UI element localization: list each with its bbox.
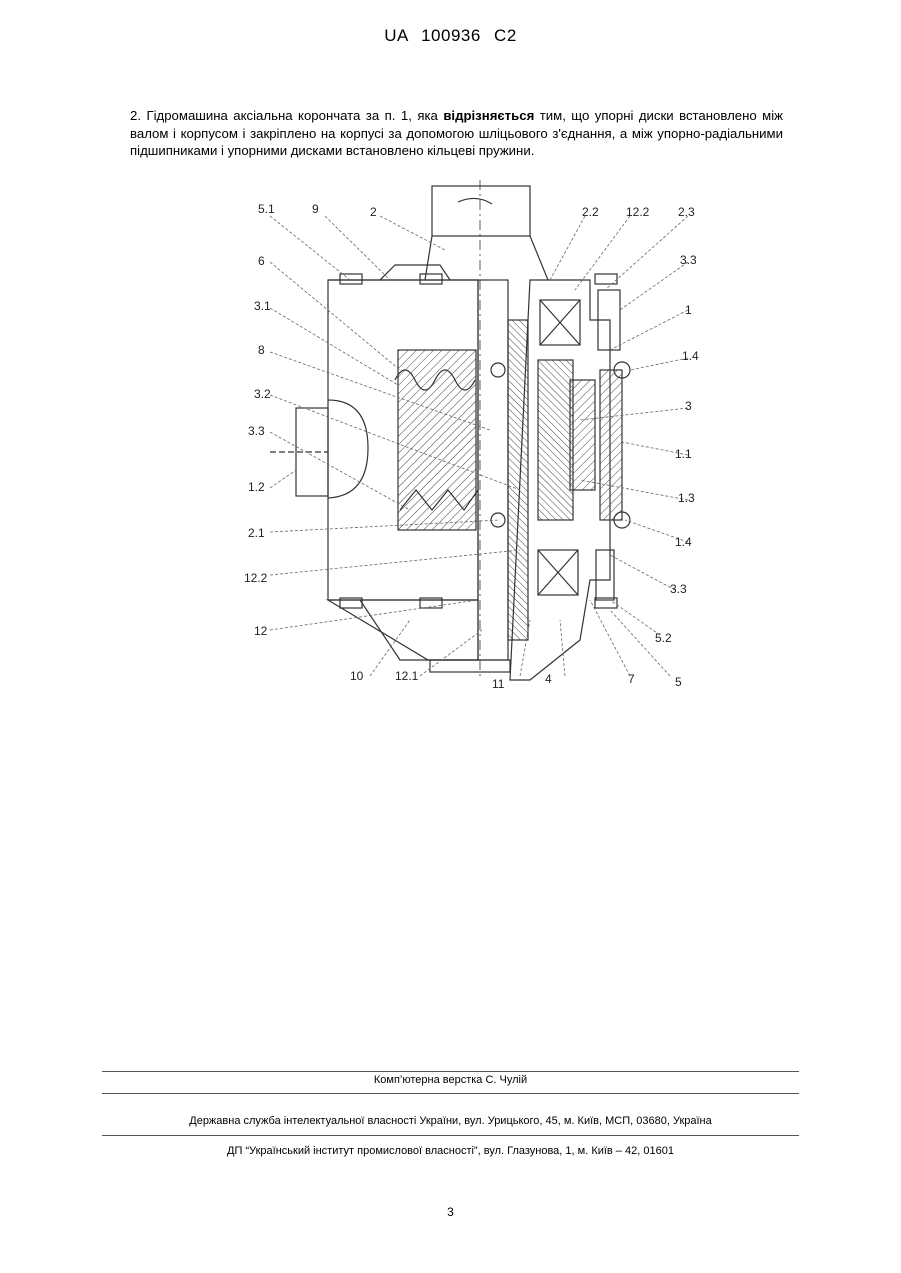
label: 1.4 — [682, 349, 699, 363]
label: 3.3 — [670, 582, 687, 596]
label: 3.2 — [254, 387, 271, 401]
label: 12 — [254, 624, 268, 638]
label: 12.1 — [395, 669, 419, 683]
footer-rule — [102, 1071, 799, 1072]
agency-address: Державна служба інтелектуальної власност… — [102, 1115, 799, 1127]
label: 3.1 — [254, 299, 271, 313]
label: 12.2 — [244, 571, 268, 585]
institute-address: ДП “Український інститут промислової вла… — [102, 1145, 799, 1157]
technical-drawing: 5.1 9 2 2.2 12.2 2.3 6 3.3 3.1 1 8 1.4 3… — [230, 180, 730, 690]
label: 5 — [675, 675, 682, 689]
label: 6 — [258, 254, 265, 268]
label: 11 — [492, 677, 505, 690]
footer-rule — [102, 1093, 799, 1094]
label: 3.3 — [680, 253, 697, 267]
label: 2.3 — [678, 205, 695, 219]
claim-lead: 2. Гідромашина аксіальна корончата за п.… — [130, 108, 443, 123]
label: 5.1 — [258, 202, 275, 216]
claim-text: 2. Гідромашина аксіальна корончата за п.… — [130, 107, 783, 160]
label: 10 — [350, 669, 364, 683]
label: 12.2 — [626, 205, 650, 219]
label: 8 — [258, 343, 265, 357]
label: 3.3 — [248, 424, 265, 438]
publication-header: UA 100936 C2 — [0, 26, 901, 46]
label: 3 — [685, 399, 692, 413]
layout-credit: Комп’ютерна верстка С. Чулій — [102, 1074, 799, 1086]
label: 2 — [370, 205, 377, 219]
label: 1 — [685, 303, 692, 317]
label: 1.1 — [675, 447, 692, 461]
label: 1.2 — [248, 480, 265, 494]
label: 2.1 — [248, 526, 265, 540]
label: 9 — [312, 202, 319, 216]
label: 2.2 — [582, 205, 599, 219]
claim-emphasis: відрізняється — [443, 108, 534, 123]
label: 1.3 — [678, 491, 695, 505]
label: 7 — [628, 672, 635, 686]
label: 5.2 — [655, 631, 672, 645]
footer-rule — [102, 1135, 799, 1136]
label: 4 — [545, 672, 552, 686]
label: 1.4 — [675, 535, 692, 549]
drawing-body — [270, 180, 688, 680]
page-number: 3 — [0, 1205, 901, 1219]
drawing-svg: 5.1 9 2 2.2 12.2 2.3 6 3.3 3.1 1 8 1.4 3… — [230, 180, 730, 690]
